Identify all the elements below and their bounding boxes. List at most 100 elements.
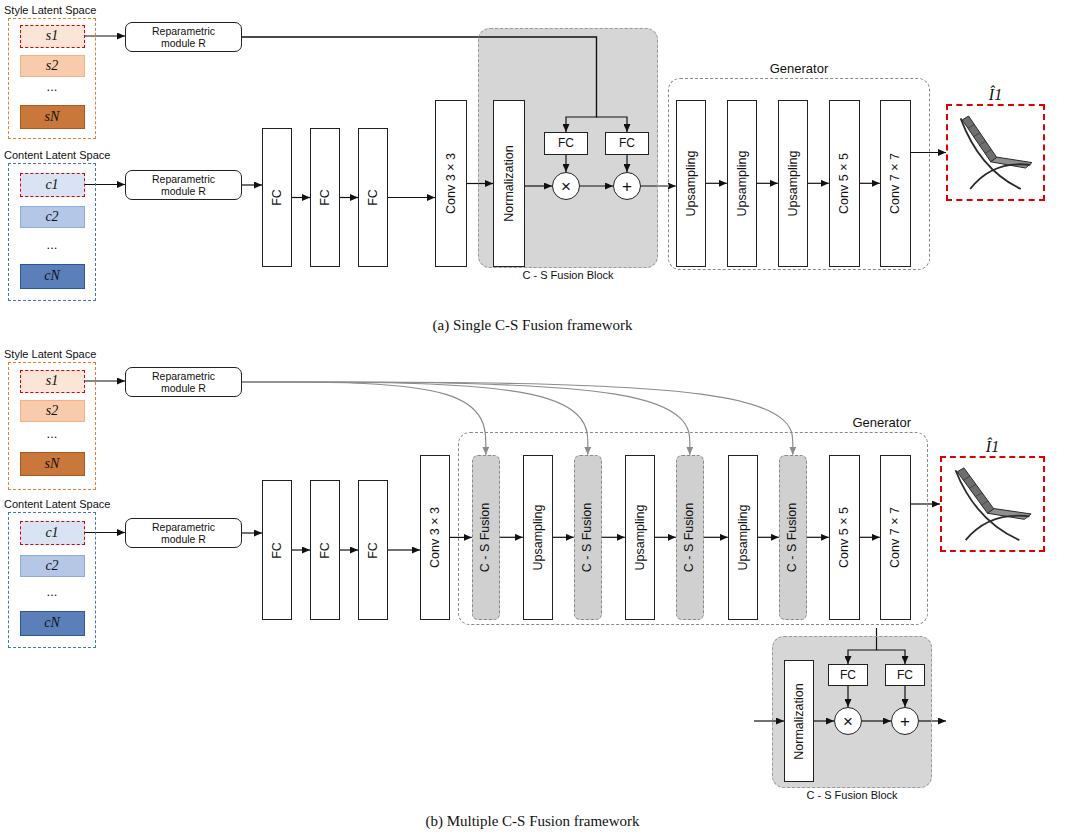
latent-vector: sN xyxy=(20,452,85,476)
chair-image xyxy=(961,116,1032,189)
upsampling-layer: Upsampling xyxy=(727,100,757,267)
arrow-connector xyxy=(467,183,493,184)
fc-layer: FC xyxy=(828,664,868,686)
fc-layer: FC xyxy=(605,132,649,155)
label-holder: (a) Single C-S Fusion framework xyxy=(0,316,1065,334)
fc-layer: FC xyxy=(262,128,292,267)
latent-vector: c1 xyxy=(20,173,85,197)
output-image: Î1 xyxy=(940,456,1045,552)
reparam-module: Reparametric module R xyxy=(125,22,242,52)
arrow-connector xyxy=(525,185,552,186)
node-label: Reparametric module R xyxy=(142,370,226,394)
node-label: Upsampling xyxy=(683,150,698,216)
arrow-connector xyxy=(911,152,946,153)
arrow-connector xyxy=(292,197,310,198)
latent-space-box: c1c2cNContent Latent Space xyxy=(8,512,96,648)
node-label: s1 xyxy=(46,29,58,43)
stub-wire xyxy=(919,720,946,721)
arrow-connector xyxy=(242,184,262,185)
add-op: + xyxy=(613,172,641,200)
node-label: FC xyxy=(897,668,913,682)
node-label: Conv 3 × 3 xyxy=(428,507,443,568)
fc-layer: FC xyxy=(358,480,388,620)
arrow-connector xyxy=(565,155,566,172)
node-label: Normalization xyxy=(792,683,807,759)
conv-layer: Conv 5 × 5 xyxy=(829,100,860,267)
add-op: + xyxy=(891,707,919,735)
connectors xyxy=(85,36,947,721)
node-heading: C - S Fusion Block xyxy=(479,269,657,282)
node-heading: Î1 xyxy=(948,85,1043,104)
node-heading: Generator xyxy=(669,61,929,77)
node-label: cN xyxy=(44,616,60,630)
node-label: sN xyxy=(45,110,60,124)
node-heading: Content Latent Space xyxy=(4,498,95,511)
arrow-connector xyxy=(85,532,126,533)
chair-stroke xyxy=(987,509,1031,520)
arrow-connector xyxy=(757,183,778,184)
latent-vector: s2 xyxy=(20,400,85,422)
chair-images xyxy=(956,116,1032,540)
node-label: × xyxy=(843,713,853,730)
arrow-connector xyxy=(388,197,435,198)
stub-wire xyxy=(848,628,877,664)
node-label: sN xyxy=(45,457,60,471)
node-label: Conv 5 × 5 xyxy=(837,507,852,568)
arrow-connector xyxy=(706,183,727,184)
chair-stroke xyxy=(969,484,976,488)
node-label: FC xyxy=(558,136,574,150)
ellipsis: ... xyxy=(47,79,58,94)
arrow-connector xyxy=(242,382,588,455)
fusion-block: NormalizationFCFC×+C - S Fusion Block xyxy=(772,636,932,788)
fc-layer: FC xyxy=(544,132,588,155)
output-image: Î1 xyxy=(946,104,1045,201)
fusion-layer: C - S Fusion xyxy=(472,455,500,620)
fusion-block: NormalizationFCFC×+C - S Fusion Block xyxy=(478,28,658,268)
node-heading: Style Latent Space xyxy=(4,348,95,361)
node-label: s1 xyxy=(46,374,58,388)
node-label: + xyxy=(622,178,632,195)
node-label: cN xyxy=(44,269,60,283)
latent-vector: cN xyxy=(20,611,85,636)
node-label: Conv 5 × 5 xyxy=(837,153,852,214)
arrow-connector xyxy=(807,537,829,538)
node-label: C - S Fusion xyxy=(580,503,595,572)
arrow-connector xyxy=(500,537,523,538)
arrow-connector xyxy=(911,503,940,504)
arrow-connector xyxy=(862,720,891,721)
arrow-connector xyxy=(641,185,676,186)
arrow-connector xyxy=(808,183,829,184)
arrow-connector xyxy=(860,183,880,184)
chair-stroke xyxy=(975,493,982,497)
node-heading: Content Latent Space xyxy=(4,149,95,162)
node-heading: Generator xyxy=(459,415,927,431)
node-label: FC xyxy=(269,542,284,559)
arrow-connector xyxy=(85,184,126,185)
chair-stroke xyxy=(966,516,1030,540)
arrow-connector xyxy=(292,549,310,550)
label-holder: ... xyxy=(8,238,96,251)
arrow-connector xyxy=(242,382,690,455)
latent-vector: cN xyxy=(20,264,85,289)
conv-layer: Conv 7 × 7 xyxy=(880,455,911,620)
fusion-layer: C - S Fusion xyxy=(574,455,602,620)
node-label: s2 xyxy=(46,404,58,418)
generator-box: C - S FusionUpsamplingC - S FusionUpsamp… xyxy=(458,432,928,625)
arrow-connector xyxy=(85,380,126,381)
node-label: c2 xyxy=(45,210,58,224)
figure-caption: (a) Single C-S Fusion framework xyxy=(433,317,633,333)
node-label: Reparametric module R xyxy=(142,25,226,49)
label-holder: (b) Multiple C-S Fusion framework xyxy=(0,812,1065,830)
fc-layer: FC xyxy=(310,128,340,267)
norm-layer: Normalization xyxy=(784,660,814,782)
ellipsis: ... xyxy=(47,426,58,441)
arrow-connector xyxy=(904,686,905,707)
chair-stroke xyxy=(974,133,980,137)
node-label: c2 xyxy=(45,559,58,573)
upsampling-layer: Upsampling xyxy=(523,455,553,620)
node-label: Conv 3 × 3 xyxy=(444,153,459,214)
fc-layer: FC xyxy=(358,128,388,267)
arrow-connector xyxy=(85,35,126,36)
latent-vector: s1 xyxy=(20,370,85,393)
node-label: + xyxy=(900,713,910,730)
